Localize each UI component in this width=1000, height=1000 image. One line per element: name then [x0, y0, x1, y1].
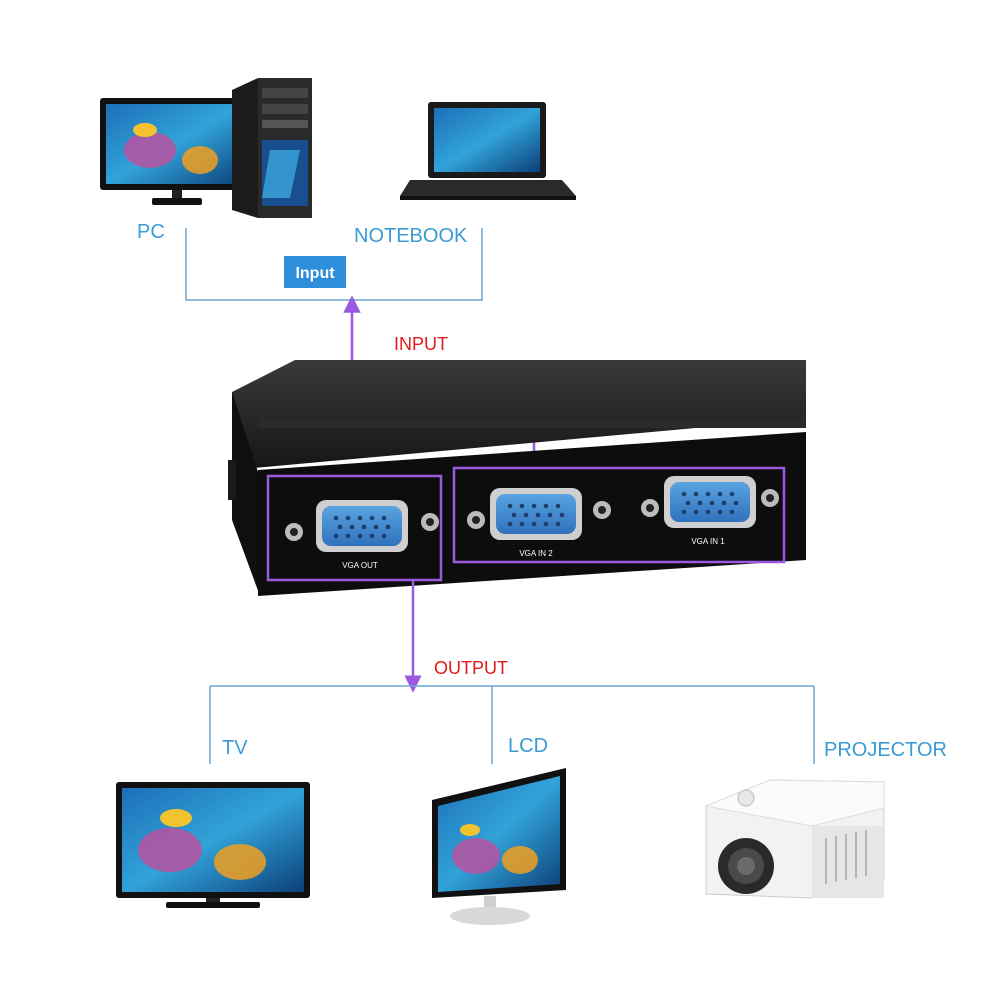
input-badge: Input — [284, 256, 346, 288]
vga-in2-label: VGA IN 2 — [519, 549, 553, 558]
vga-in1-port: VGA IN 1 — [641, 476, 779, 546]
vga-in-highlight — [452, 466, 786, 564]
vga-out-port: VGA OUT — [285, 500, 439, 570]
tv-label: TV — [222, 737, 248, 759]
projector-icon — [704, 779, 885, 899]
lcd-label: LCD — [508, 735, 548, 757]
pc-label: PC — [137, 221, 165, 243]
pc-tower-icon — [232, 78, 312, 218]
input-bracket — [185, 228, 483, 301]
lcd-monitor-icon — [432, 768, 566, 925]
input-flow-label: INPUT — [394, 334, 448, 354]
output-bracket — [209, 685, 815, 764]
pc-monitor-icon — [100, 98, 250, 205]
vga-in2-port: VGA IN 2 — [467, 488, 611, 558]
vga-in1-label: VGA IN 1 — [691, 537, 725, 546]
input-badge-label: Input — [295, 265, 335, 282]
notebook-icon — [400, 102, 576, 200]
output-flow-label: OUTPUT — [434, 658, 508, 678]
projector-label: PROJECTOR — [824, 739, 947, 761]
tv-icon — [116, 782, 310, 908]
vga-out-label: VGA OUT — [342, 561, 378, 570]
vga-out-highlight — [266, 474, 443, 582]
notebook-label: NOTEBOOK — [354, 225, 468, 247]
